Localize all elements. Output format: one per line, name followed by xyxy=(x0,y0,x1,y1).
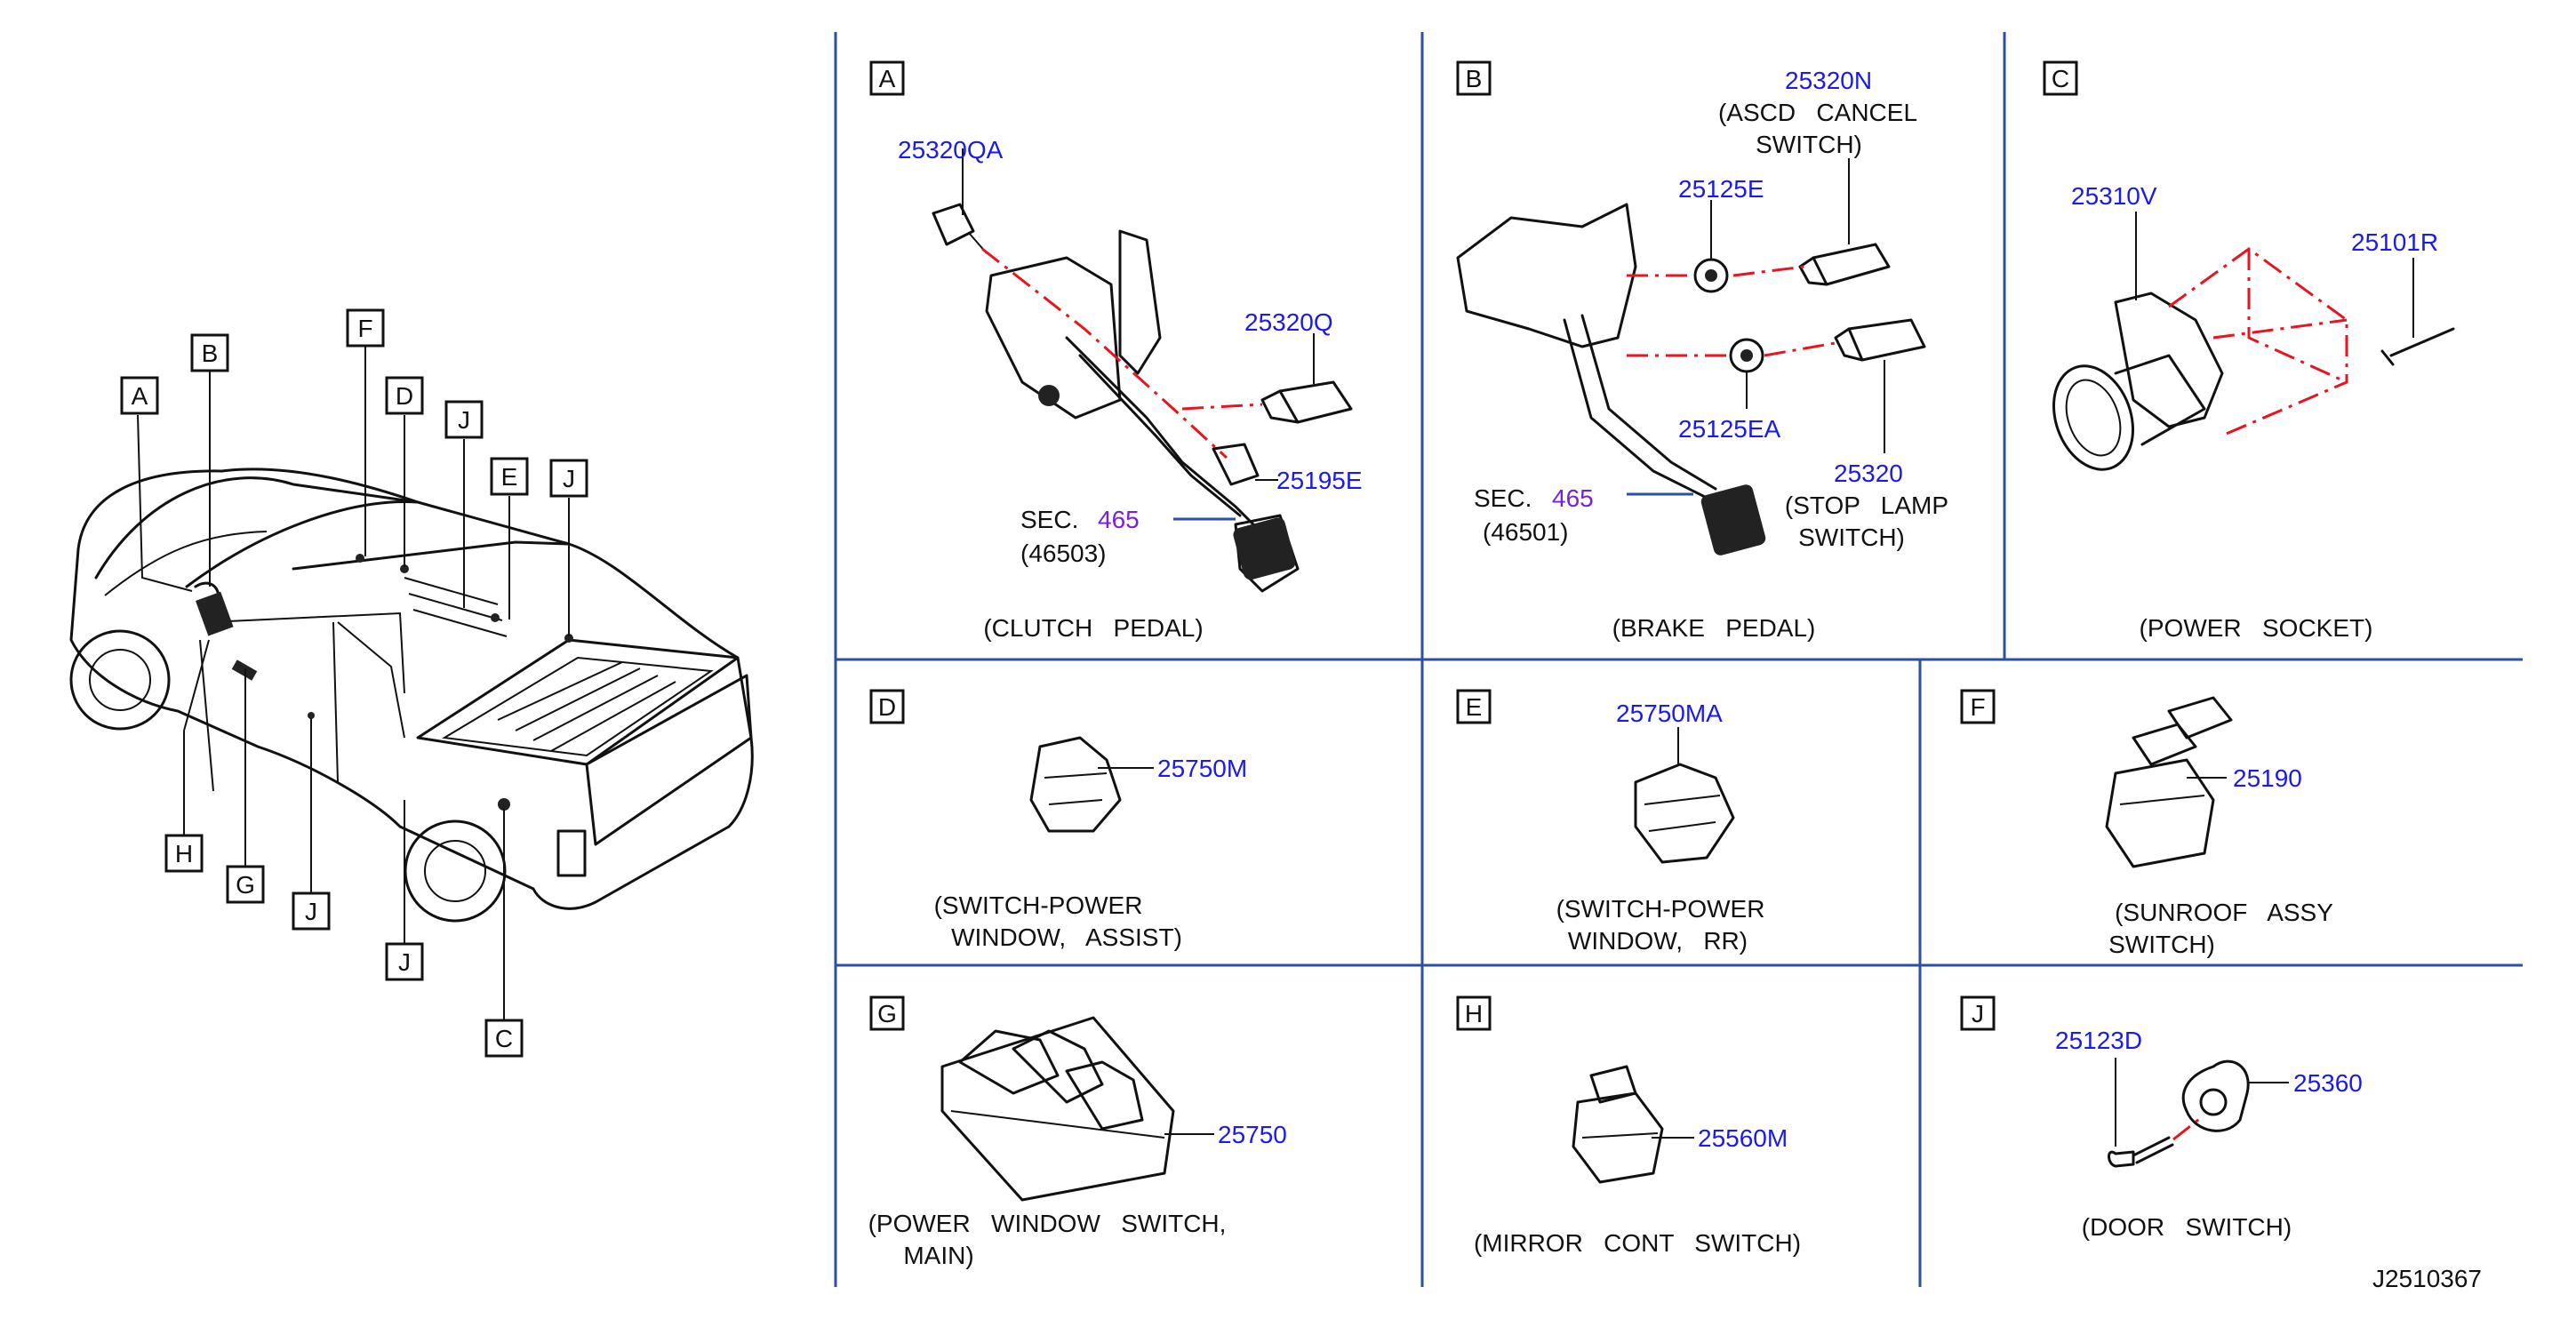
part-number-25320N: 25320N xyxy=(1785,67,1872,94)
svg-text:SWITCH): SWITCH) xyxy=(1798,524,1905,551)
panel-A-clutch-pedal: A 25320QA 25320Q 25195E SEC. 465 (46503)… xyxy=(869,60,1363,642)
panel-caption-line2: WINDOW, ASSIST) xyxy=(951,923,1182,951)
callout-A: A xyxy=(120,376,159,415)
drawing-id: J2510367 xyxy=(2372,1265,2482,1292)
svg-text:(ASCD CANCEL: (ASCD CANCEL xyxy=(1718,99,1917,126)
section-subnumber: (46503) xyxy=(1020,540,1107,567)
panel-letter: E xyxy=(1466,693,1483,721)
panel-caption-line1: (SWITCH-POWER xyxy=(934,891,1143,919)
section-label: SEC. xyxy=(1020,506,1078,533)
callout-H: H xyxy=(164,834,204,873)
panel-H-mirror-control-switch: H 25560M (MIRROR CONT SWITCH) xyxy=(1456,995,1801,1257)
panel-caption-line2: MAIN) xyxy=(903,1242,973,1269)
svg-text:SWITCH): SWITCH) xyxy=(1756,131,1862,158)
panel-F-sunroof-switch: F 25190 (SUNROOF ASSY SWITCH) xyxy=(1960,689,2333,958)
panel-E-rr-window-switch: E 25750MA (SWITCH-POWER WINDOW, RR) xyxy=(1456,689,1765,955)
panel-B-brake-pedal: B 25320N (ASCD CANCEL SWITCH) 25125E 251… xyxy=(1456,60,1948,642)
panel-caption: (BRAKE PEDAL) xyxy=(1612,614,1816,642)
panel-caption: (POWER SOCKET) xyxy=(2140,614,2373,642)
part-number-25123D: 25123D xyxy=(2055,1027,2142,1054)
panel-letter: A xyxy=(879,65,896,92)
panel-letter: J xyxy=(1972,1000,1984,1027)
part-number-25320QA: 25320QA xyxy=(898,136,1004,164)
section-label: SEC. xyxy=(1474,484,1532,512)
part-number-25101R: 25101R xyxy=(2351,228,2438,256)
section-number: 465 xyxy=(1552,484,1594,512)
svg-text:A: A xyxy=(132,382,148,410)
panel-caption-line1: (SWITCH-POWER xyxy=(1556,895,1765,923)
callout-J: J xyxy=(292,891,331,931)
section-number: 465 xyxy=(1098,506,1140,533)
svg-text:(STOP LAMP: (STOP LAMP xyxy=(1785,492,1948,519)
svg-text:H: H xyxy=(175,840,193,867)
part-number-25125E: 25125E xyxy=(1678,175,1764,203)
panel-letter: C xyxy=(2052,65,2069,92)
part-number-25750M: 25750M xyxy=(1157,755,1247,782)
svg-text:D: D xyxy=(396,382,413,410)
part-number-25195E: 25195E xyxy=(1276,467,1363,494)
svg-text:J: J xyxy=(398,948,411,976)
pedal-bracket xyxy=(985,256,1122,420)
panel-C-power-socket: C 25310V 25101R (POWER SOCKET) xyxy=(2043,60,2455,642)
callout-F: F xyxy=(346,308,385,348)
panel-caption-line1: (SUNROOF ASSY xyxy=(2115,899,2333,926)
callout-G: G xyxy=(226,865,265,904)
part-number-25125EA: 25125EA xyxy=(1678,415,1781,443)
panel-letter: B xyxy=(1466,65,1483,92)
panel-letter: D xyxy=(878,693,896,721)
callout-D: D xyxy=(385,376,424,415)
svg-text:J: J xyxy=(458,406,470,434)
vehicle-overview xyxy=(69,347,754,1020)
callout-J: J xyxy=(444,400,484,439)
svg-text:G: G xyxy=(236,871,255,899)
svg-text:B: B xyxy=(202,340,219,367)
part-number-25560M: 25560M xyxy=(1698,1124,1788,1152)
panel-G-main-window-switch: G 25750 (POWER WINDOW SWITCH, MAIN) xyxy=(868,995,1287,1269)
panel-grid xyxy=(834,32,2523,1287)
panel-caption-line1: (POWER WINDOW SWITCH, xyxy=(868,1210,1227,1237)
svg-text:C: C xyxy=(495,1025,513,1052)
panel-caption: (CLUTCH PEDAL) xyxy=(983,614,1203,642)
panel-letter: G xyxy=(877,1000,897,1027)
part-number-25360: 25360 xyxy=(2293,1069,2363,1097)
callout-C: C xyxy=(484,1019,524,1058)
part-number-25750MA: 25750MA xyxy=(1616,699,1723,727)
callout-E: E xyxy=(490,457,529,496)
part-number-25320: 25320 xyxy=(1834,460,1903,487)
svg-text:J: J xyxy=(305,898,317,925)
panel-caption: (MIRROR CONT SWITCH) xyxy=(1474,1229,1801,1257)
callout-J: J xyxy=(549,459,588,498)
callout-J: J xyxy=(385,942,424,981)
callout-B: B xyxy=(190,333,229,372)
panel-letter: H xyxy=(1465,1000,1483,1027)
panel-J-door-switch: J 25123D 25360 (DOOR SWITCH) xyxy=(1960,995,2363,1241)
panel-caption-line2: SWITCH) xyxy=(2108,931,2215,958)
panel-D-assist-window-switch: D 25750M (SWITCH-POWER WINDOW, ASSIST) xyxy=(869,689,1247,951)
svg-text:E: E xyxy=(501,463,518,491)
part-number-25750: 25750 xyxy=(1218,1121,1287,1148)
part-number-25310V: 25310V xyxy=(2071,182,2157,210)
svg-text:F: F xyxy=(357,315,372,342)
svg-text:J: J xyxy=(563,465,575,492)
panel-caption-line2: WINDOW, RR) xyxy=(1568,927,1748,955)
panel-caption: (DOOR SWITCH) xyxy=(2082,1213,2292,1241)
part-number-25320Q: 25320Q xyxy=(1244,308,1333,336)
part-number-25190: 25190 xyxy=(2233,764,2302,792)
section-subnumber: (46501) xyxy=(1483,518,1569,546)
panel-letter: F xyxy=(1970,693,1985,721)
